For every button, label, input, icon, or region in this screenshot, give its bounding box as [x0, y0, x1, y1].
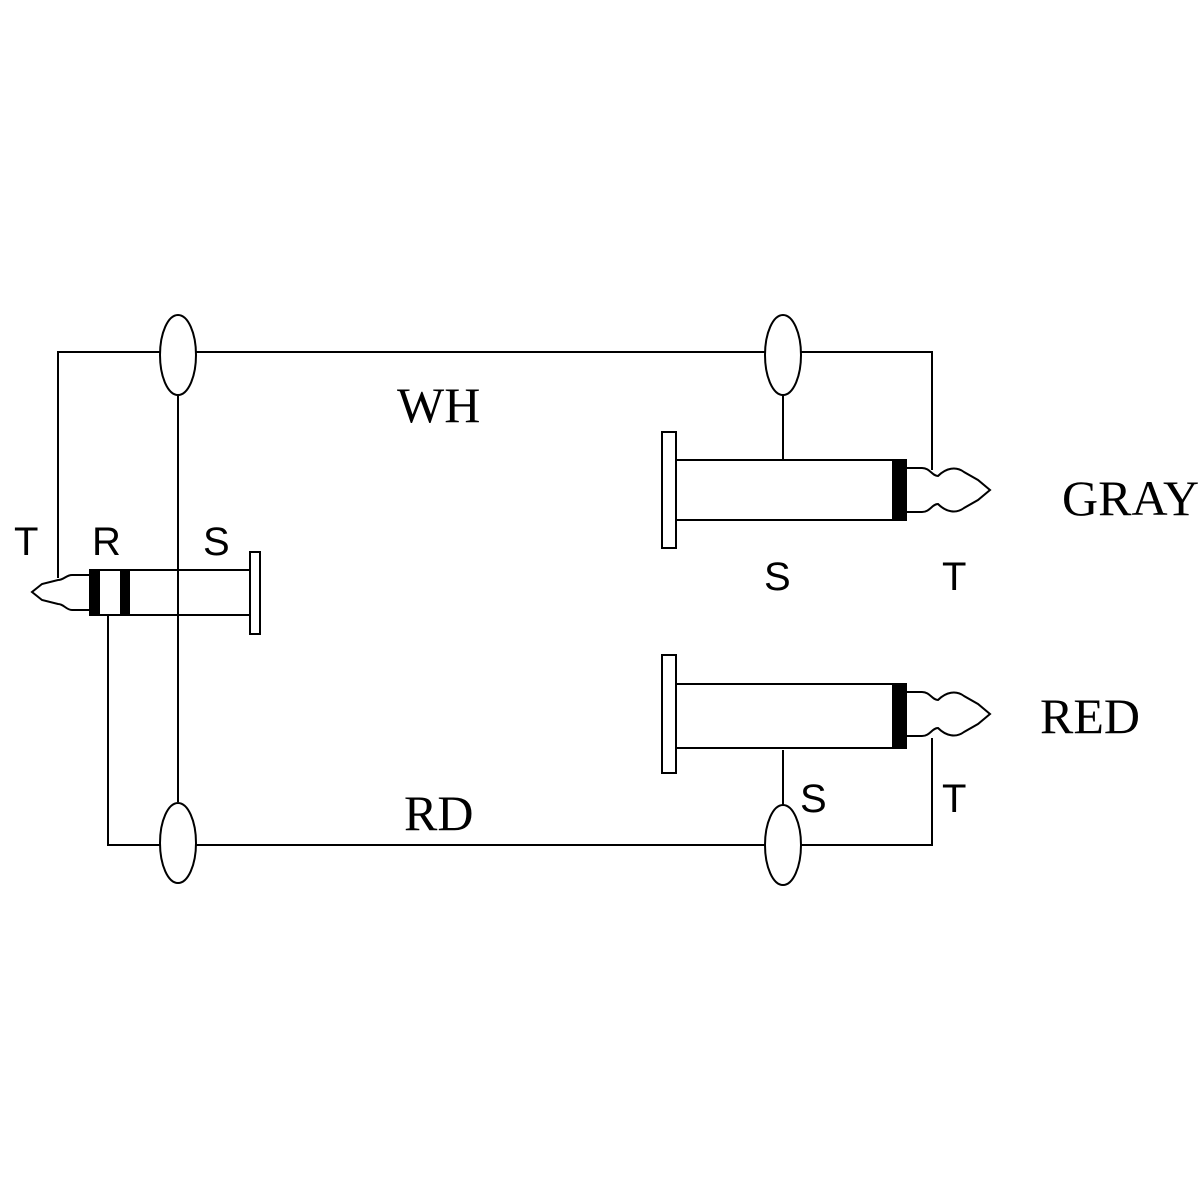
gray-plug-barrel [675, 459, 907, 521]
gray-sleeve-label: S [764, 555, 791, 599]
wire-label-wh: WH [397, 377, 480, 433]
red-plug-band [892, 684, 906, 748]
trs-tip-ring-band [90, 570, 100, 615]
wh-wire [57, 351, 933, 578]
trs-plug-barrel [89, 569, 251, 616]
gray-plug-name: GRAY [1062, 470, 1199, 526]
trs-plug-flange [249, 551, 261, 635]
trs-ring-label: R [92, 520, 121, 564]
gray-tip-label: T [942, 555, 966, 599]
top-right-shield-ring [764, 314, 802, 396]
red-plug-flange [661, 654, 677, 774]
bottom-right-shield-ring [764, 804, 802, 886]
trs-sleeve-label: S [203, 520, 230, 564]
red-sleeve-label: S [800, 777, 827, 821]
trs-tip-label: T [14, 520, 38, 564]
trs-ring-sleeve-band [120, 570, 130, 615]
red-plug-name: RED [1040, 688, 1140, 744]
trs-plug [30, 551, 261, 635]
trs-plug-tip [30, 574, 91, 611]
rd-wire [107, 612, 933, 846]
red-tip-label: T [942, 777, 966, 821]
bottom-left-shield-ring [159, 802, 197, 884]
red-plug [661, 654, 992, 774]
wire-label-rd: RD [404, 785, 473, 841]
gray-plug-band [892, 460, 906, 520]
red-plug-barrel [675, 683, 907, 749]
red-plug-tip [905, 691, 992, 737]
gray-plug-flange [661, 431, 677, 549]
gray-plug-tip [905, 467, 992, 513]
top-left-shield-ring [159, 314, 197, 396]
gray-plug [661, 431, 992, 549]
